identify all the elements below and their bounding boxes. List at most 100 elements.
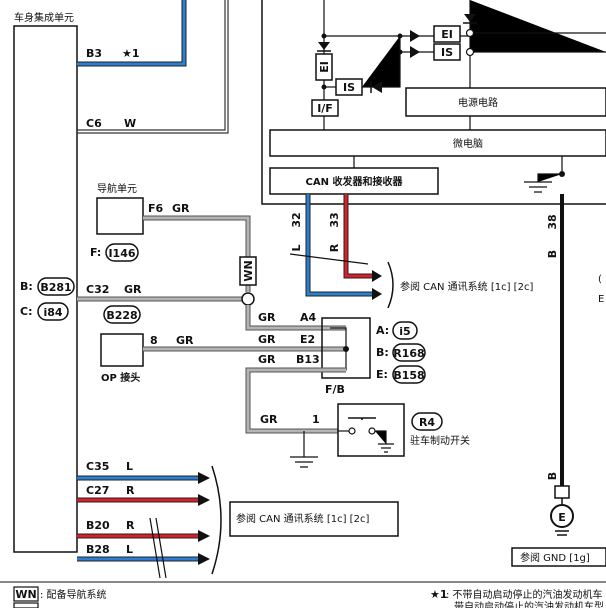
pin-b28: B28 <box>86 543 110 556</box>
parking-code: R4 <box>419 416 435 429</box>
legend-note-text-2: 带自动启动停止的汽油发动机车型 <box>454 600 604 608</box>
nav-conn-code: I146 <box>108 247 135 260</box>
microcomputer-box <box>269 129 606 157</box>
pin-b28-color: L <box>126 543 133 556</box>
nav-conn-badge <box>105 243 139 262</box>
if-box <box>311 99 339 117</box>
fb-conn-a-code: i5 <box>399 325 410 338</box>
parking-pin-color: GR <box>260 413 278 426</box>
legend-wn-badge <box>13 586 39 602</box>
legend-wn-text: : 配备导航系统 <box>40 588 107 601</box>
edge-fragment-2: E <box>598 294 604 305</box>
op-pin: 8 <box>150 334 158 347</box>
pin33-color: R <box>328 243 341 252</box>
conn-b-code: B281 <box>40 281 71 294</box>
pin-c32: C32 <box>86 283 109 296</box>
gnd-connector <box>554 485 570 499</box>
is-label-1: IS <box>441 46 453 59</box>
fb-a4-color: GR <box>258 311 276 324</box>
wn-badge <box>239 256 257 286</box>
pin-c35: C35 <box>86 460 109 473</box>
conn-b-label: B: <box>20 280 33 293</box>
pin32-color: L <box>290 244 303 251</box>
op-color: GR <box>176 334 194 347</box>
fb-b13-color: GR <box>258 353 276 366</box>
parking-pin: 1 <box>312 413 320 426</box>
nav-unit-box <box>96 197 144 235</box>
if-label: I/F <box>317 102 333 115</box>
ecu-outer-left <box>261 0 606 205</box>
fb-conn-b-label: B: <box>376 346 389 359</box>
wire-c6 <box>77 0 229 134</box>
pin-b20: B20 <box>86 519 110 532</box>
can-transceiver-box <box>269 167 439 195</box>
legend-wn-key: WN <box>15 588 36 601</box>
pin-c27-color: R <box>126 484 135 497</box>
legend-note-key: ★1 <box>430 588 448 601</box>
is-label-2: IS <box>343 81 355 94</box>
pin-c32-color: GR <box>124 283 142 296</box>
wire-pin33 <box>343 194 372 279</box>
pin-c27: C27 <box>86 484 109 497</box>
pin-b3: B3 <box>86 47 102 60</box>
ei-box-1 <box>433 25 461 43</box>
gnd-ref-box <box>511 547 606 567</box>
pin-b20-color: R <box>126 519 135 532</box>
pin38-color: B <box>546 250 559 258</box>
nav-color: GR <box>172 202 190 215</box>
parking-switch-box <box>337 403 405 457</box>
ei-label-2: EI <box>318 61 331 73</box>
pin-c6-color: W <box>124 117 136 130</box>
fb-conn-e-badge <box>392 365 426 384</box>
fb-title: F/B <box>325 383 345 396</box>
conn-c-code: i84 <box>43 306 62 319</box>
ei-box-2 <box>315 53 333 81</box>
pin-c35-color: L <box>126 460 133 473</box>
power-circuit-box <box>405 87 606 117</box>
ground-symbol: E <box>558 511 566 524</box>
pin-32: 32 <box>290 212 303 227</box>
fb-box <box>321 317 371 379</box>
edge-fragment-1: ( <box>598 274 602 285</box>
ei-label-1: EI <box>441 28 453 41</box>
fb-a4: A4 <box>300 311 317 324</box>
conn-b-badge <box>37 277 75 296</box>
can-ref-1: 参阅 CAN 通讯系统 [1c] [2c] <box>400 280 533 293</box>
microcomputer-label: 微电脑 <box>453 137 483 150</box>
wn-badge-text: WN <box>242 260 255 281</box>
op-code: B228 <box>106 309 137 322</box>
can-ref-2: 参阅 CAN 通讯系统 [1c] [2c] <box>236 512 369 525</box>
fb-conn-b-badge <box>392 343 426 362</box>
power-circuit-label: 电源电路 <box>458 96 498 109</box>
legend-extra-box <box>13 602 39 608</box>
op-box <box>100 333 144 367</box>
op-badge <box>103 305 141 324</box>
junction-circle <box>241 292 255 306</box>
pin-38: 38 <box>546 214 559 229</box>
body-ecu-box <box>13 25 78 553</box>
legend-note-text-1: : 不带自动启动停止的汽油发动机车 <box>446 588 603 601</box>
body-ecu-title: 车身集成单元 <box>14 11 74 24</box>
nav-unit-title: 导航单元 <box>97 182 137 195</box>
fb-e2-color: GR <box>258 333 276 346</box>
fb-conn-a-label: A: <box>376 324 389 337</box>
nav-pin: F6 <box>148 202 164 215</box>
nav-conn-label: F: <box>90 246 101 259</box>
parking-title: 驻车制动开关 <box>410 434 470 447</box>
pin-c6: C6 <box>86 117 102 130</box>
gnd-ref: 参阅 GND [1g] <box>520 551 590 564</box>
gnd-wire-color: B <box>546 472 559 480</box>
fb-conn-a-badge <box>392 321 418 340</box>
conn-c-label: C: <box>20 305 32 318</box>
wire-nav <box>143 215 251 292</box>
parking-badge <box>411 412 443 431</box>
conn-c-badge <box>37 302 69 321</box>
op-title: OP 接头 <box>101 371 140 384</box>
ground-circle <box>550 504 574 528</box>
fb-b13: B13 <box>296 353 320 366</box>
fb-conn-e-code: B158 <box>393 369 424 382</box>
fb-conn-e-label: E: <box>376 368 388 381</box>
fb-e2: E2 <box>300 333 315 346</box>
pin-b3-note: ★1 <box>122 47 140 60</box>
